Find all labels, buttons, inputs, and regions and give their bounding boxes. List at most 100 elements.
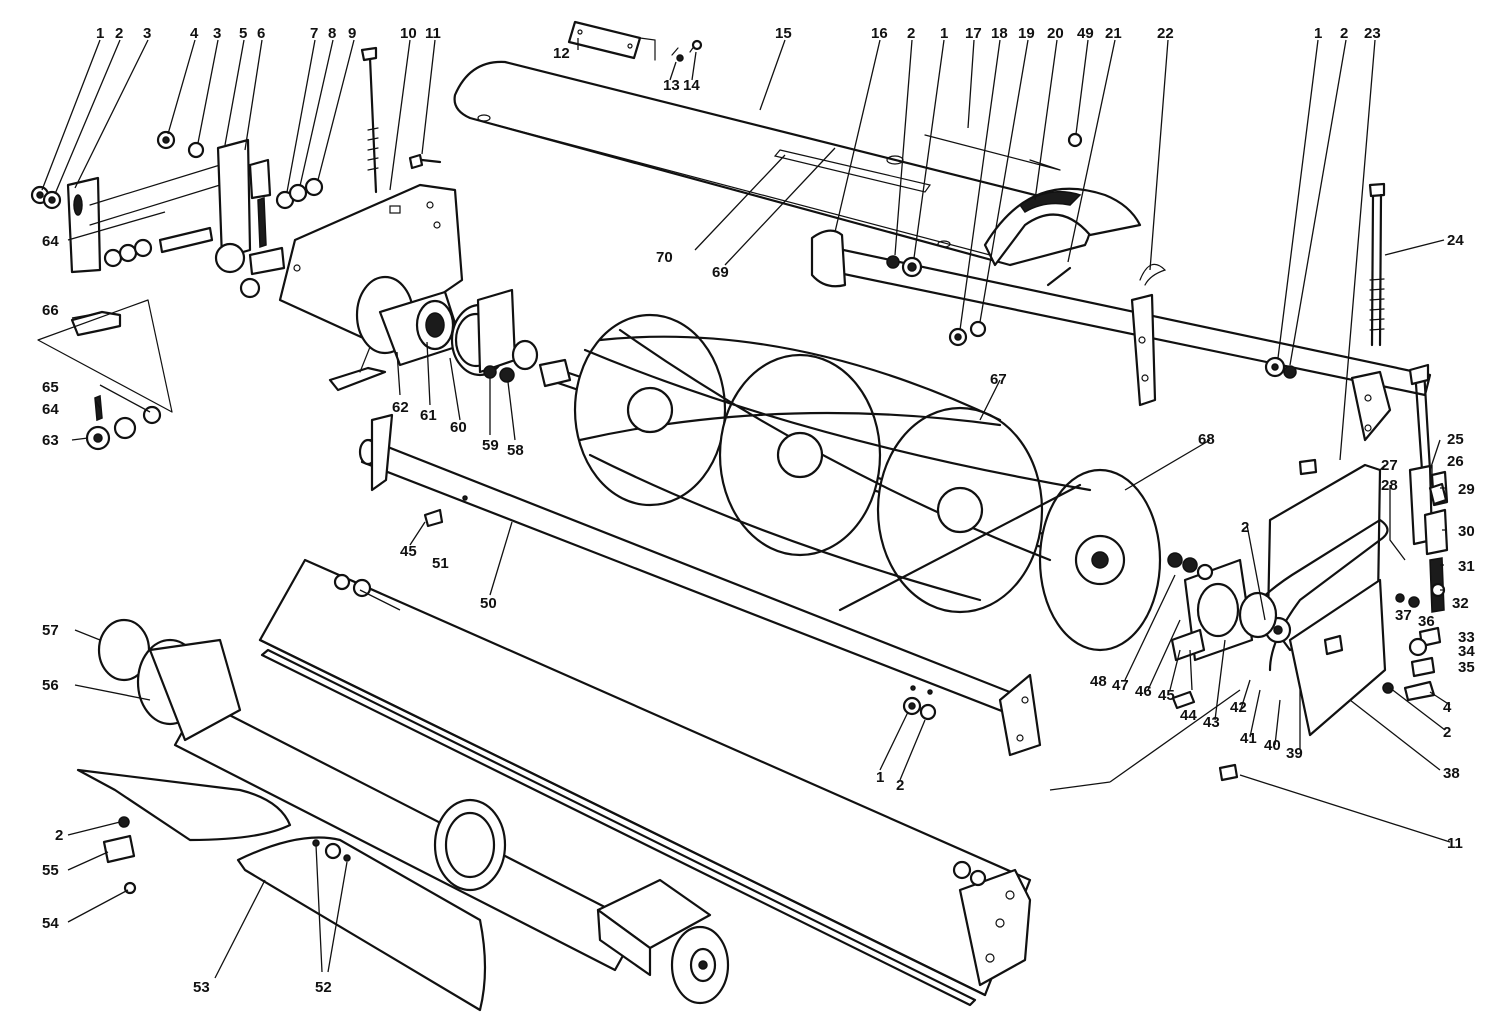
callout-label: 49 (1077, 25, 1094, 42)
adjuster-bolt (158, 138, 286, 276)
callout-label: 13 (663, 77, 680, 94)
cap-screw-left (408, 153, 442, 170)
callout-label: 51 (432, 555, 449, 572)
callout-label: 61 (420, 407, 437, 424)
callout-label: 37 (1395, 607, 1412, 624)
callout-label: 48 (1090, 673, 1107, 690)
callout-label: 2 (1241, 519, 1249, 536)
callout-label: 58 (507, 442, 524, 459)
callout-label: 64 (42, 401, 59, 418)
stud-and-spacers (37, 299, 173, 451)
callout-label: 24 (1447, 232, 1464, 249)
callout-label: 69 (712, 264, 729, 281)
reel-shield (453, 60, 1092, 267)
callout-label: 25 (1447, 431, 1464, 448)
callout-label: 19 (1018, 25, 1035, 42)
callout-label: 10 (400, 25, 417, 42)
callout-label: 2 (1443, 724, 1451, 741)
callout-label: 30 (1458, 523, 1475, 540)
callout-label: 3 (143, 25, 151, 42)
callout-label: 59 (482, 437, 499, 454)
skid-shields (76, 768, 487, 1012)
callout-label: 20 (1047, 25, 1064, 42)
long-adjusting-bolt (1368, 182, 1386, 347)
callout-label: 3 (213, 25, 221, 42)
callout-label: 1 (1314, 25, 1322, 42)
callout-label: 7 (310, 25, 318, 42)
callout-label: 14 (683, 77, 700, 94)
left-mount-bracket (66, 164, 221, 274)
callout-label: 33 (1458, 629, 1475, 646)
callout-label: 38 (1443, 765, 1460, 782)
callout-label: 2 (115, 25, 123, 42)
callout-labels: 1 2 3 4 3 5 6 7 8 9 10 11 12 13 14 15 16… (42, 25, 1475, 996)
callout-label: 11 (425, 25, 441, 42)
callout-label: 42 (1230, 699, 1247, 716)
callout-label: 32 (1452, 595, 1469, 612)
callout-label: 60 (450, 419, 467, 436)
callout-label: 1 (96, 25, 104, 42)
callout-label: 2 (55, 827, 63, 844)
bed-bar (258, 558, 1032, 1007)
screw-and-nut (671, 39, 703, 62)
right-adjuster-rod (1408, 363, 1449, 613)
callout-label: 2 (896, 777, 904, 794)
callout-label: 64 (42, 233, 59, 250)
left-bearing-assembly (355, 275, 539, 383)
callout-label: 15 (775, 25, 792, 42)
callout-label: 55 (42, 862, 59, 879)
leader-lines (41, 38, 1451, 979)
callout-label: 11 (1447, 835, 1463, 852)
callout-label: 54 (42, 915, 59, 932)
callout-label: 2 (1340, 25, 1348, 42)
callout-label: 44 (1180, 707, 1197, 724)
callout-label: 63 (42, 432, 59, 449)
callout-label: 67 (990, 371, 1007, 388)
callout-label: 16 (871, 25, 888, 42)
callout-label: 5 (239, 25, 247, 42)
right-side-plate (1228, 463, 1389, 737)
callout-label: 4 (190, 25, 199, 42)
front-cross-tube (358, 413, 1042, 757)
right-hardware (1218, 458, 1448, 782)
callout-label: 50 (480, 595, 497, 612)
callout-label: 2 (907, 25, 915, 42)
callout-label: 62 (392, 399, 409, 416)
callout-label: 52 (315, 979, 332, 996)
grass-deflector (924, 134, 1142, 287)
callout-label: 43 (1203, 714, 1220, 731)
callout-label: 9 (348, 25, 356, 42)
callout-label: 57 (42, 622, 59, 639)
callout-label: 21 (1105, 25, 1122, 42)
callout-label: 46 (1135, 683, 1152, 700)
callout-label: 8 (328, 25, 336, 42)
callout-label: 22 (1157, 25, 1174, 42)
callout-label: 6 (257, 25, 265, 42)
callout-label: 28 (1381, 477, 1398, 494)
callout-label: 36 (1418, 613, 1435, 630)
callout-label: 47 (1112, 677, 1129, 694)
callout-label: 70 (656, 249, 673, 266)
callout-label: 68 (1198, 431, 1215, 448)
right-bearing-assembly (1167, 552, 1278, 710)
callout-label: 4 (1443, 699, 1452, 716)
callout-label: 1 (940, 25, 948, 42)
cutting-reel (538, 313, 1162, 652)
callout-label: 18 (991, 25, 1008, 42)
callout-label: 17 (965, 25, 982, 42)
callout-label: 40 (1264, 737, 1281, 754)
callout-label: 34 (1458, 643, 1475, 660)
callout-label: 31 (1458, 558, 1475, 575)
callout-label: 53 (193, 979, 210, 996)
name-plate (567, 20, 656, 61)
callout-label: 41 (1240, 730, 1257, 747)
callout-label: 23 (1364, 25, 1381, 42)
callout-label: 27 (1381, 457, 1398, 474)
callout-label: 39 (1286, 745, 1303, 762)
callout-label: 12 (553, 45, 570, 62)
callout-label: 56 (42, 677, 59, 694)
callout-label: 26 (1447, 453, 1464, 470)
callout-label: 29 (1458, 481, 1475, 498)
callout-label: 45 (400, 543, 417, 560)
